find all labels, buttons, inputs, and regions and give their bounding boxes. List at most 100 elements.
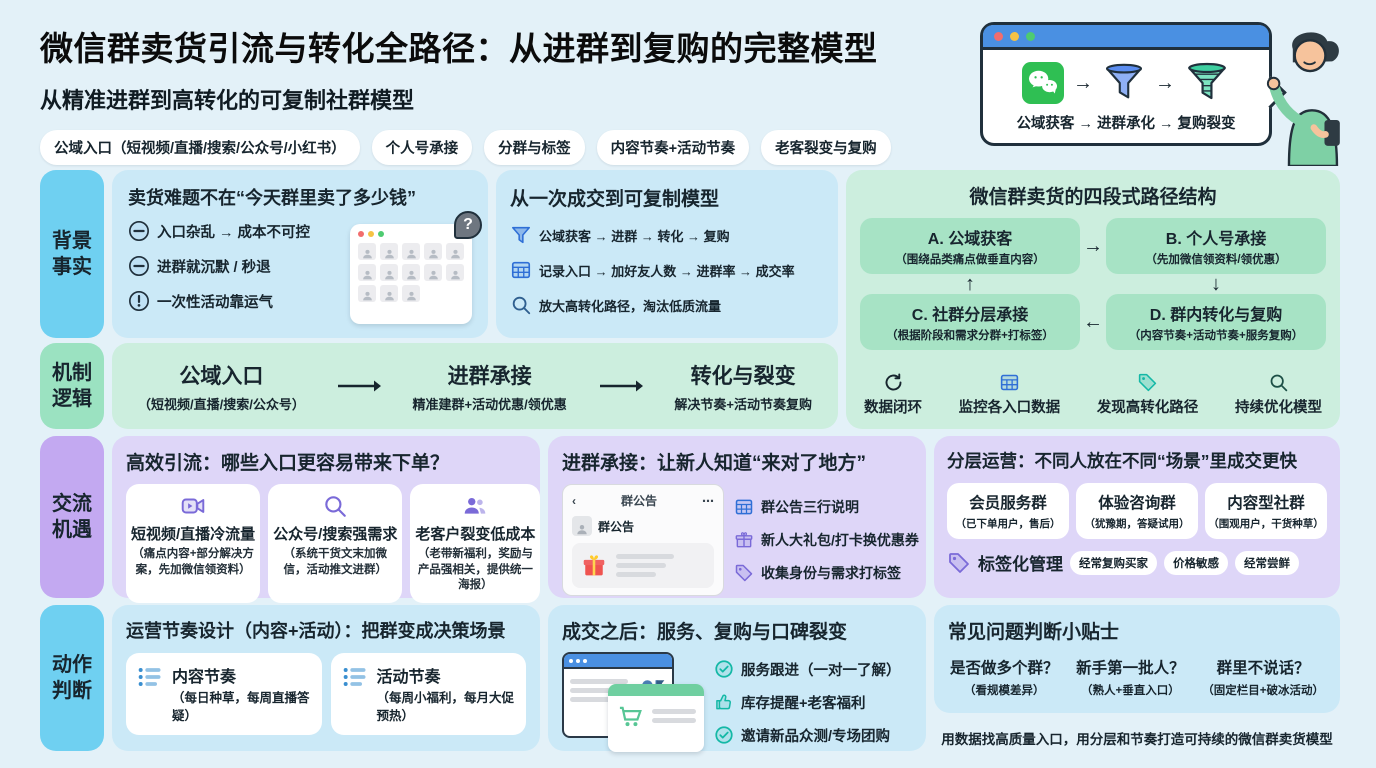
- faq-item-first-members: 新手第一批人？ （熟人+垂直入口）: [1076, 660, 1185, 697]
- sidebar-item-action: 动作判断: [40, 605, 104, 751]
- footer-item-discover: 发现高转化路径: [1097, 372, 1198, 417]
- flow-arrow: →: [1073, 71, 1093, 94]
- rhythm-card: 运营节奏设计（内容+活动）：把群变成决策场景 内容节奏 （每日种草，每周直播答疑…: [112, 605, 540, 751]
- text-lines: [570, 675, 628, 709]
- window-titlebar: [608, 684, 704, 696]
- question-bubble: ?: [454, 211, 482, 239]
- faq-item-silent-group: 群里不说话？ （固定栏目+破冰活动）: [1202, 660, 1324, 697]
- contacts-window-illustration: ?: [350, 211, 482, 324]
- faq-item-multiple-groups: 是否做多个群？ （看规模差异）: [950, 660, 1059, 697]
- rhythm-subcard-activity: 活动节奏 （每周小福利，每月大促预热）: [330, 653, 526, 735]
- avatar-grid: [358, 243, 464, 302]
- mechanism-card: 公域入口 （短视频/直播/搜索/公众号） 进群承接 精准建群+活动优惠/领优惠 …: [112, 343, 838, 429]
- thumbs-up-icon: [716, 694, 732, 710]
- avatar: [402, 243, 420, 260]
- notice-sender: 群公告: [598, 519, 635, 534]
- speech-bubble-window: → → 公域获客 → 进群承化 → 复购裂变: [980, 22, 1272, 146]
- gift-red-icon: [583, 554, 605, 575]
- list-item: 新人大礼包/打卡换优惠券: [734, 530, 919, 550]
- background-row: 卖货难题不在“今天群里卖了多少钱” 入口杂乱 → 成本不可控 进群就沉默 / 秒…: [112, 170, 838, 338]
- avatar: [446, 264, 464, 281]
- window-titlebar: [564, 654, 672, 669]
- main-content: 背景事实 机制逻辑 卖货难题不在“今天群里卖了多少钱” 入口杂乱 → 成本不可控: [40, 170, 1340, 752]
- footer-item-monitor: 监控各入口数据: [959, 372, 1060, 417]
- path-structure-card: 微信群卖货的四段式路径结构 A. 公域获客 （围绕品类痛点做垂直内容） → B.…: [846, 170, 1340, 429]
- list-item: 一次性活动靠运气: [128, 290, 342, 312]
- rhythm-card-title: 运营节奏设计（内容+活动）：把群变成决策场景: [126, 621, 506, 641]
- traffic-subcard-video: 短视频/直播冷流量 （痛点内容+部分解决方案，先加微信领资料）: [126, 484, 261, 603]
- magnifier-icon: [325, 496, 347, 517]
- avatar: [572, 516, 592, 536]
- faq-card: 常见问题判断小贴士 是否做多个群？ （看规模差异） 新手第一批人？ （熟人+垂直…: [934, 605, 1340, 713]
- text-lines: [616, 550, 674, 581]
- magnifier-icon: [512, 296, 531, 315]
- minus-circle-icon: [129, 221, 149, 241]
- sidebar: 动作判断: [40, 605, 104, 751]
- footer-item-loop: 数据闭环: [864, 372, 922, 417]
- sidebar: 背景事实 机制逻辑: [40, 170, 104, 429]
- path-node-b: B. 个人号承接 （先加微信领资料/领优惠）: [1106, 218, 1326, 274]
- avatar: [358, 264, 376, 281]
- cart-icon: [619, 706, 642, 727]
- table-icon: [1000, 374, 1019, 391]
- problem-bullets: 入口杂乱 → 成本不可控 进群就沉默 / 秒退 一次性活动靠运气: [128, 220, 342, 325]
- arrow-right-icon: →: [1083, 235, 1103, 257]
- tag-icon: [735, 564, 753, 582]
- avatar: [402, 264, 420, 281]
- page-title: 微信群卖货引流与转化全路径：从进群到复购的完整模型: [40, 30, 878, 67]
- background-mechanism-stack: 卖货难题不在“今天群里卖了多少钱” 入口杂乱 → 成本不可控 进群就沉默 / 秒…: [112, 170, 838, 429]
- path-footer: 数据闭环 监控各入口数据 发现高转化路径 持续优化模型: [860, 368, 1326, 417]
- panel-title: 群公告: [620, 494, 657, 508]
- people-icon: [465, 497, 486, 514]
- traffic-subcard-search: 公众号/搜索强需求 （系统干货文末加微信，活动推文进群）: [268, 484, 403, 603]
- long-arrow-icon: [599, 380, 643, 392]
- list-item: 入口杂乱 → 成本不可控: [128, 220, 342, 242]
- check-circle-icon: [715, 660, 733, 678]
- exclaim-circle-icon: [129, 291, 149, 311]
- stage-group-onboarding: 进群承接 精准建群+活动优惠/领优惠: [412, 364, 567, 412]
- aftersale-card: 成交之后：服务、复购与口碑裂变: [548, 605, 926, 752]
- sidebar-item-opportunity: 交流机遇: [40, 436, 104, 598]
- funnel-flow-caption: 公域获客 → 进群承化 → 复购裂变: [1016, 116, 1236, 132]
- list-item: 记录入口 → 加好友人数 → 进群率 → 成交率: [510, 259, 824, 281]
- model-card-title: 从一次成交到可复制模型: [510, 189, 720, 210]
- problem-card-title: 卖货难题不在“今天群里卖了多少钱”: [128, 188, 416, 208]
- list-item: 进群就沉默 / 秒退: [128, 255, 342, 277]
- funnel-blue-icon: [1106, 63, 1142, 99]
- funnel-icon: [511, 226, 531, 244]
- band-opportunity: 交流机遇 高效引流：哪些入口更容易带来下单？ 短视频/直播冷流量 （痛点内容+部…: [40, 436, 1340, 603]
- path-node-d: D. 群内转化与复购 （内容节奏+活动节奏+服务复购）: [1106, 294, 1326, 350]
- tag-pill-early-adopter: 经常尝鲜: [1235, 550, 1299, 575]
- footer-note: 用数据找高质量入口，用分层和节奏打造可持续的微信群卖货模型: [941, 732, 1333, 747]
- avatar: [380, 264, 398, 281]
- pill-rhythm: 内容节奏+活动节奏: [596, 130, 750, 165]
- person-illustration: [1266, 32, 1340, 166]
- sidebar: 交流机遇: [40, 436, 104, 598]
- arrow-up-icon: ↑: [965, 273, 975, 295]
- gift-icon: [735, 532, 753, 548]
- minus-circle-icon: [129, 256, 149, 276]
- list-item: 库存提醒+老客福利: [714, 692, 901, 713]
- magnifier-icon: [1270, 374, 1288, 392]
- footer-item-optimize: 持续优化模型: [1235, 372, 1322, 417]
- tag-pill-price-sensitive: 价格敏感: [1164, 550, 1228, 575]
- stage-conversion-fission: 转化与裂变 解决节奏+活动节奏复购: [674, 364, 812, 412]
- path-node-a: A. 公域获客 （围绕品类痛点做垂直内容）: [860, 218, 1080, 274]
- window-dots: [358, 231, 464, 237]
- sidebar-item-mechanism: 机制逻辑: [40, 343, 104, 429]
- layering-card: 分层运营：不同人放在不同“场景”里成交更快 会员服务群 （已下单用户，售后） 体…: [934, 436, 1340, 598]
- onboarding-card: 进群承接：让新人知道“来对了地方” ‹ 群公告 ⋯ 群公告: [548, 436, 926, 598]
- notice-message: [572, 543, 714, 588]
- tag-pill-repeat-buyer: 经常复购买家: [1070, 550, 1157, 575]
- list-item: 公域获客 → 进群 → 转化 → 复购: [510, 224, 824, 246]
- arrow-down-icon: ↓: [1211, 273, 1221, 295]
- page-subtitle: 从精准进群到高转化的可复制社群模型: [40, 88, 415, 113]
- more-icon: ⋯: [701, 493, 714, 508]
- check-circle-icon: [715, 726, 733, 744]
- group-box-content: 内容型社群 （围观用户，干货种草）: [1205, 483, 1327, 539]
- path-grid: A. 公域获客 （围绕品类痛点做垂直内容） → B. 个人号承接 （先加微信领资…: [860, 218, 1326, 350]
- traffic-card: 高效引流：哪些入口更容易带来下单？ 短视频/直播冷流量 （痛点内容+部分解决方案…: [112, 436, 541, 603]
- shop-window: [608, 684, 704, 752]
- faq-card-title: 常见问题判断小贴士: [948, 622, 1120, 643]
